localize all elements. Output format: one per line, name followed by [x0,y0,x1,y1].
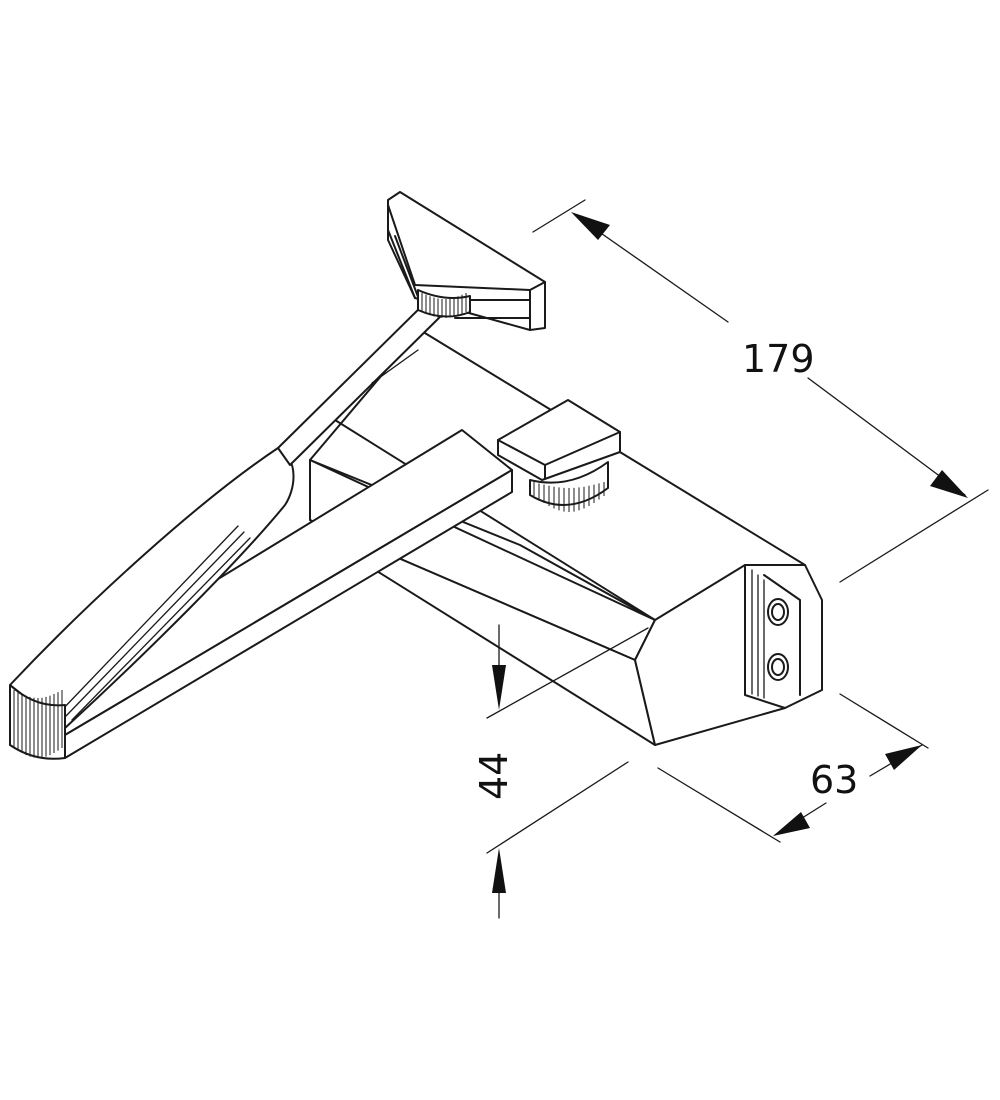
length-arrow-top-icon [571,212,610,240]
depth-arrow-right-icon [885,745,922,770]
length-extension-bottom [839,489,989,583]
depth-extension-right [839,693,929,749]
screw-hole-bottom-inner [771,658,785,676]
end-cap-plate [763,574,801,696]
height-extension-bottom [486,761,629,854]
height-value: 44 [472,752,516,800]
bracket-top-edge [387,204,546,291]
depth-extension-left [657,767,781,843]
length-value: 179 [742,337,815,381]
forearm-groove-3 [71,537,251,721]
rod-shadow [371,349,419,384]
height-arrow-top-icon [492,665,506,710]
bracket-side-edge-2 [394,235,421,303]
body-ridge-line [334,419,656,621]
height-arrow-bottom-icon [492,848,506,893]
pinion-hub [529,461,609,512]
depth-arrow-left-icon [773,812,810,836]
bracket-pivot [417,289,471,318]
mounting-bracket [387,191,546,331]
dimension-height: 44 [472,624,649,919]
forearm [9,299,446,760]
bracket-side-edge [387,229,416,299]
forearm-groove-2 [65,531,245,717]
dimension-length: 179 [532,199,989,583]
end-cap-edge [744,564,786,709]
screw-hole-top-icon [767,598,789,626]
forearm-groove-1 [59,525,239,713]
forearm-body [9,447,295,729]
body-end-cap [634,564,823,746]
screw-hole-bottom-icon [767,653,789,681]
length-arrow-bottom-icon [930,470,968,498]
dimension-depth: 63 [657,693,929,843]
arm-head-block [497,399,621,481]
height-extension-top [486,627,649,719]
length-extension-top [532,199,586,233]
screw-hole-top-inner [771,603,785,621]
depth-value: 63 [810,758,858,802]
